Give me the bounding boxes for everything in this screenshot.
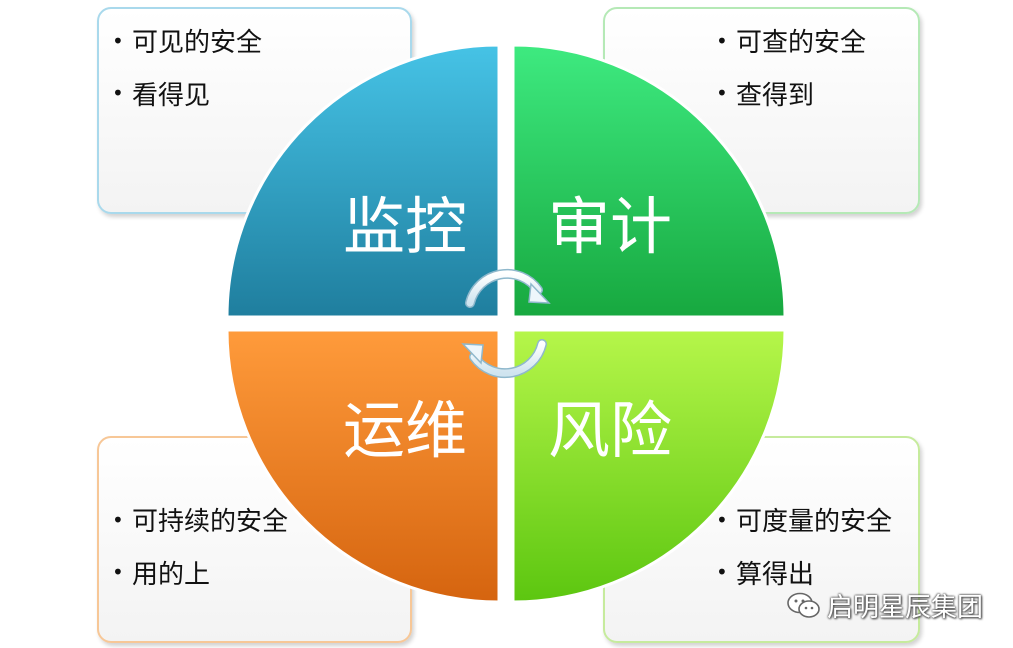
quadrant-monitor (225, 43, 501, 319)
quadrant-label-risk: 风险 (548, 394, 672, 467)
watermark-text: 启明星辰集团 (826, 593, 983, 623)
bullet-item: 看得见 (112, 70, 262, 123)
bullet-item: 用的上 (112, 549, 288, 602)
bullet-list-risk: 可度量的安全 算得出 (716, 496, 892, 601)
quadrant-operations (225, 328, 501, 604)
bullet-item: 算得出 (716, 549, 892, 602)
bullet-list-operations: 可持续的安全 用的上 (112, 496, 288, 601)
quadrant-audit (511, 43, 787, 319)
bullet-list-audit: 可查的安全 查得到 (716, 17, 866, 122)
bullet-item: 可持续的安全 (112, 496, 288, 549)
bullet-item: 可见的安全 (112, 17, 262, 70)
bullet-item: 可查的安全 (716, 17, 866, 70)
quadrant-risk (511, 328, 787, 604)
cycle-arrows-icon (461, 268, 551, 379)
bullet-item: 查得到 (716, 70, 866, 123)
quadrant-label-audit: 审计 (548, 190, 672, 263)
watermark: 启明星辰集团 (787, 587, 983, 624)
bullet-list-monitor: 可见的安全 看得见 (112, 17, 262, 122)
quadrant-label-operations: 运维 (343, 394, 467, 467)
quadrant-label-monitor: 监控 (343, 190, 467, 263)
wechat-icon (787, 592, 820, 618)
bullet-item: 可度量的安全 (716, 496, 892, 549)
